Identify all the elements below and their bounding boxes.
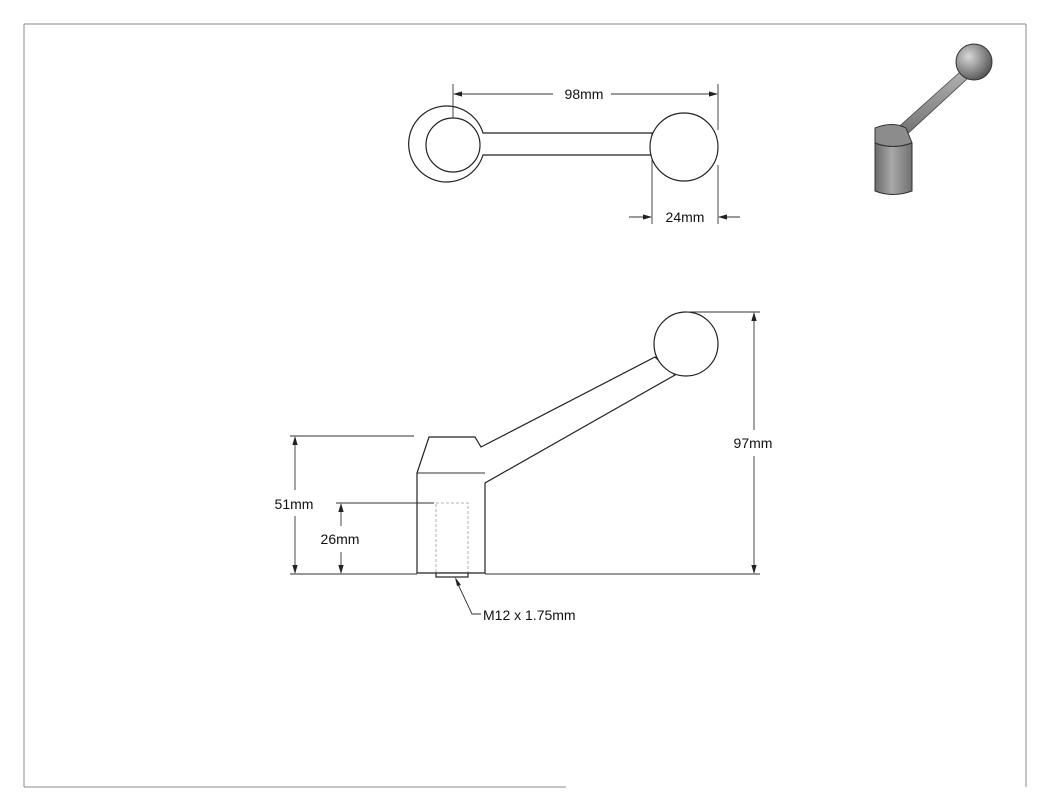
thread-spec-label: M12 x 1.75mm [483,607,576,623]
side-view-lever-outline [416,356,677,574]
dim-overall-length: 98mm [565,86,604,102]
dim-hub-height: 51mm [275,496,314,512]
dim-overall-height: 97mm [734,435,773,451]
dim-ball-diameter: 24mm [666,209,705,225]
side-view-ball [653,311,719,377]
top-view-ball [649,112,719,182]
side-view: 97mm 51mm 26mm M12 x 1.75mm [275,311,773,623]
top-view-bore [425,117,481,173]
top-view: 98mm 24mm [408,84,740,225]
sheet-border [23,23,1027,788]
dim-thread-depth: 26mm [321,531,360,547]
isometric-view [874,43,993,195]
